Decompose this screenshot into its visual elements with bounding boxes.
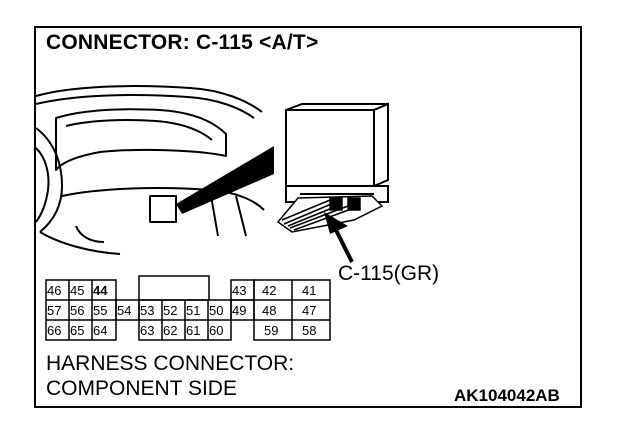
- pin-65: 65: [70, 323, 84, 338]
- pin-53: 53: [140, 303, 154, 318]
- pin-grid: [45, 275, 331, 341]
- pin-57: 57: [47, 303, 61, 318]
- connector-c115: [276, 195, 384, 233]
- pin-56: 56: [70, 303, 84, 318]
- pin-49: 49: [232, 303, 246, 318]
- pin-55: 55: [93, 303, 107, 318]
- caption-line-1: HARNESS CONNECTOR:: [46, 352, 295, 375]
- pin-64: 64: [93, 323, 107, 338]
- pin-61: 61: [186, 323, 200, 338]
- pin-43: 43: [232, 283, 246, 298]
- pin-59: 59: [264, 323, 278, 338]
- connector-arrow: [324, 212, 354, 263]
- pin-51: 51: [186, 303, 200, 318]
- figure-frame: [34, 26, 582, 408]
- pin-63: 63: [140, 323, 154, 338]
- connector-title: CONNECTOR: C-115 <A/T>: [46, 31, 319, 54]
- ecu-unit: [285, 102, 389, 203]
- pin-46: 46: [47, 283, 61, 298]
- pin-54: 54: [117, 303, 131, 318]
- pin-66: 66: [47, 323, 61, 338]
- pin-50: 50: [209, 303, 223, 318]
- pin-47: 47: [302, 303, 316, 318]
- pin-44: 44: [93, 283, 108, 298]
- figure-code: AK104042AB: [454, 386, 560, 405]
- dashboard-drawing: [35, 85, 265, 255]
- pin-41: 41: [302, 283, 316, 298]
- pin-48: 48: [262, 303, 276, 318]
- pin-42: 42: [262, 283, 276, 298]
- pin-60: 60: [209, 323, 223, 338]
- pin-45: 45: [70, 283, 84, 298]
- pin-labels: 46 45 44 43 42 41 57 56 55 54 53 52 51 5…: [47, 283, 316, 338]
- connector-callout-label: C-115(GR): [338, 262, 440, 285]
- pin-58: 58: [302, 323, 316, 338]
- pin-62: 62: [163, 323, 177, 338]
- caption-line-2: COMPONENT SIDE: [46, 377, 237, 400]
- location-pointer: [176, 146, 274, 214]
- pin-52: 52: [163, 303, 177, 318]
